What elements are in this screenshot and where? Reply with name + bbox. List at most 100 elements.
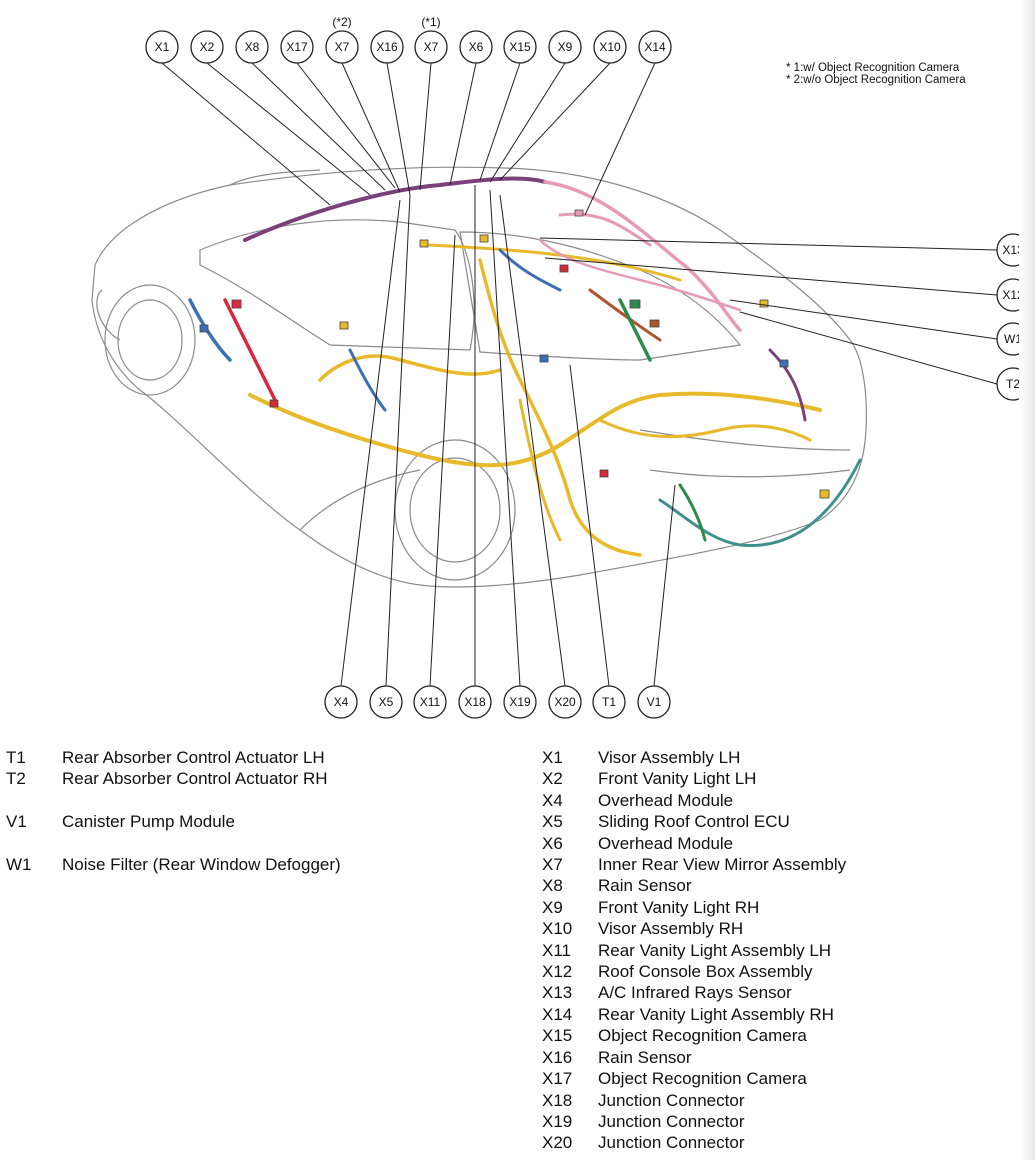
callout-x18-label: X18: [464, 695, 486, 709]
callout-x6-circle: [459, 30, 493, 64]
leader-line: [419, 62, 432, 191]
callout-x14-label: X14: [644, 40, 666, 54]
callout-x8-circle: [235, 30, 269, 64]
callout-x15-circle: [503, 30, 537, 64]
legend-code: X14: [542, 1004, 573, 1024]
leader-line: [544, 257, 998, 296]
legend-code: X12: [542, 962, 573, 982]
callout-x17: X17: [280, 30, 314, 64]
legend-label: Rain Sensor: [598, 1047, 692, 1067]
legend-row: X9 Front Vanity Light RH: [542, 897, 846, 918]
legend-gap: [6, 790, 341, 811]
legend-row: X18 Junction Connector: [542, 1090, 846, 1111]
leader-line: [206, 62, 371, 196]
callout-x9: X9: [548, 30, 582, 64]
callout-x1-label: X1: [155, 40, 170, 54]
leader-line: [729, 299, 998, 340]
callout-x13-label: X13: [1002, 243, 1024, 257]
callout-x10: X10: [593, 30, 627, 64]
leader-line: [739, 311, 998, 385]
callout-x6-label: X6: [469, 40, 484, 54]
door-harness: [188, 238, 862, 548]
callout-x11-label: X11: [420, 695, 441, 709]
wiring-diagram: * 1:w/ Object Recognition Camera * 2:w/o…: [91, 15, 1030, 719]
callout-x4-circle: [324, 685, 358, 719]
page-edge-shadow: [1019, 0, 1035, 1160]
legend-gap: [6, 833, 341, 854]
leader-line: [341, 62, 401, 193]
legend-label: Rear Absorber Control Actuator RH: [62, 769, 328, 789]
legend-row: T2 Rear Absorber Control Actuator RH: [6, 768, 341, 789]
legend-row: X14 Rear Vanity Light Assembly RH: [542, 1004, 846, 1025]
legend-code: X6: [542, 833, 563, 853]
callout-w1-label: W1: [1004, 332, 1022, 346]
callout-leader-lines: [161, 62, 998, 687]
legend-code: X18: [542, 1090, 573, 1110]
legend-code: X4: [542, 790, 563, 810]
legend-label: Junction Connector: [598, 1111, 745, 1131]
legend-code: X5: [542, 812, 563, 832]
leader-line: [539, 237, 998, 251]
callout-note: (*1): [421, 15, 440, 29]
legend-code: X2: [542, 769, 563, 789]
callout-x2-label: X2: [200, 40, 215, 54]
legend-label: A/C Infrared Rays Sensor: [598, 983, 792, 1003]
legend-label: Sliding Roof Control ECU: [598, 812, 790, 832]
leader-line: [479, 62, 521, 181]
callout-t1-circle: [592, 685, 626, 719]
callout-v1: V1: [637, 685, 671, 719]
note-2: * 2:w/o Object Recognition Camera: [786, 74, 966, 86]
callout-x7-4: X7: [325, 30, 359, 64]
legend-label: Object Recognition Camera: [598, 1026, 807, 1046]
leader-line: [569, 364, 610, 687]
legend-label: Front Vanity Light LH: [598, 769, 757, 789]
callout-x2-circle: [190, 30, 224, 64]
callout-x20-circle: [548, 685, 582, 719]
legend-label: Rear Vanity Light Assembly RH: [598, 1004, 834, 1024]
connector-blocks: [199, 209, 830, 499]
callout-x20-label: X20: [554, 695, 576, 709]
callout-x7-6-label: X7: [424, 40, 439, 54]
legend-label: Front Vanity Light RH: [598, 897, 760, 917]
legend-label: Inner Rear View Mirror Assembly: [598, 855, 847, 875]
bottom-callout-group: X4 X5 X11 X18 X19 X20 T1 V1: [324, 685, 671, 719]
callout-x4: X4: [324, 685, 358, 719]
callout-t1-label: T1: [602, 695, 616, 709]
leader-line: [489, 62, 566, 183]
legend-label: Visor Assembly RH: [598, 919, 744, 939]
callout-x5: X5: [369, 685, 403, 719]
legend-code: X9: [542, 897, 563, 917]
legend-row: X5 Sliding Roof Control ECU: [542, 811, 846, 832]
callout-x16-circle: [370, 30, 404, 64]
callout-t2-label: T2: [1006, 377, 1020, 391]
callout-x14-circle: [638, 30, 672, 64]
callout-x9-circle: [548, 30, 582, 64]
callout-x5-label: X5: [379, 695, 394, 709]
leader-line: [161, 62, 331, 206]
legend-code: W1: [6, 855, 32, 874]
callout-x18-circle: [458, 685, 492, 719]
callout-x19-label: X19: [509, 695, 531, 709]
callout-x20: X20: [548, 685, 582, 719]
callout-x5-circle: [369, 685, 403, 719]
callout-v1-circle: [637, 685, 671, 719]
leader-line: [386, 62, 411, 196]
legend-label: Visor Assembly LH: [598, 748, 741, 767]
legend-code: T2: [6, 769, 26, 789]
callout-x11: X11: [413, 685, 447, 719]
legend-code: X16: [542, 1047, 573, 1067]
legend-row: X16 Rain Sensor: [542, 1047, 846, 1068]
legend-label: Junction Connector: [598, 1090, 745, 1110]
legend-label: Rear Absorber Control Actuator LH: [62, 748, 325, 767]
